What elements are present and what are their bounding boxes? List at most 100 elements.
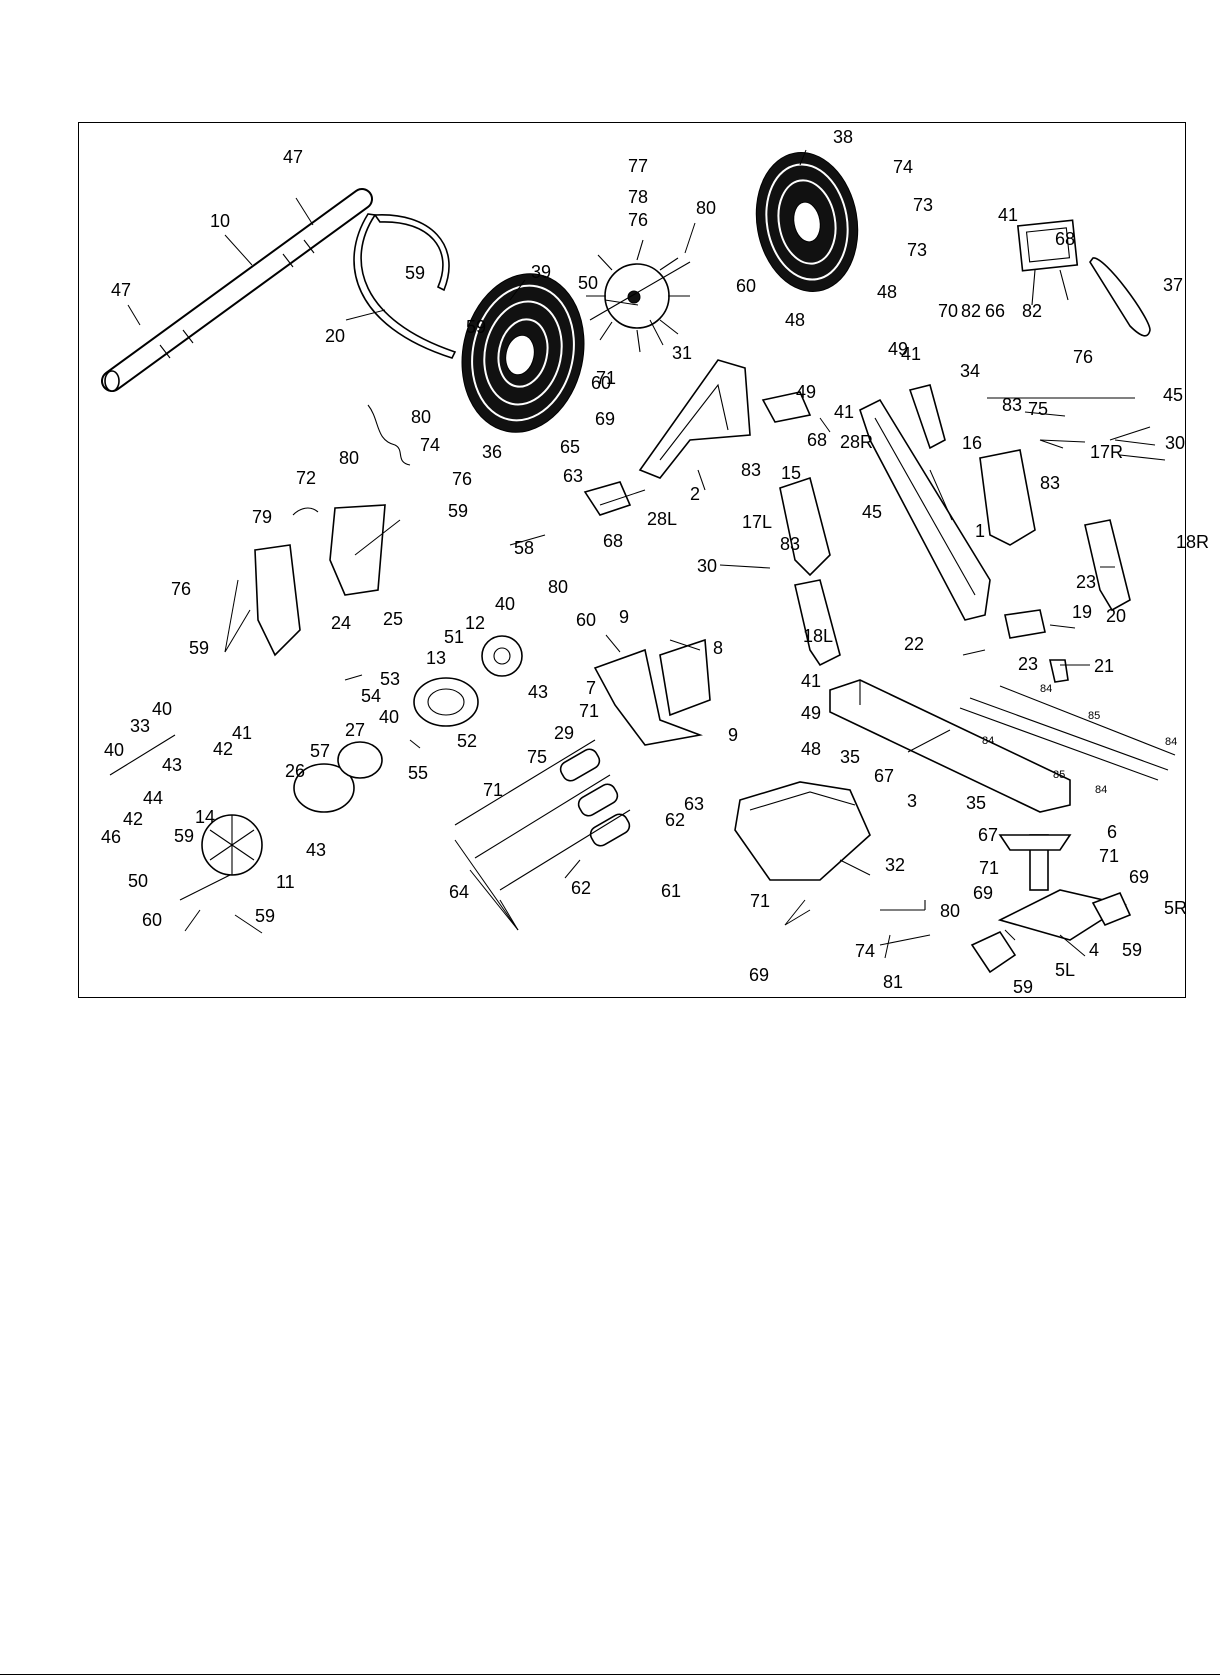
callout-40: 40 — [152, 699, 172, 719]
callout-71: 71 — [1099, 846, 1119, 866]
callout-80: 80 — [548, 577, 568, 597]
callout-60: 60 — [591, 373, 611, 393]
part-strap-20 — [353, 213, 457, 359]
callout-16: 16 — [962, 433, 982, 453]
callout-12: 12 — [465, 613, 485, 633]
callout-48: 48 — [877, 282, 897, 302]
callout-43: 43 — [306, 840, 326, 860]
callout-3: 3 — [907, 791, 917, 811]
callout-55: 55 — [408, 763, 428, 783]
callout-59: 59 — [448, 501, 468, 521]
callout-74: 74 — [855, 941, 875, 961]
callout-73: 73 — [913, 195, 933, 215]
callout-35: 35 — [840, 747, 860, 767]
callout-69: 69 — [595, 409, 615, 429]
callout-79: 79 — [252, 507, 272, 527]
callout-68: 68 — [603, 531, 623, 551]
callout-59: 59 — [405, 263, 425, 283]
callout-59: 59 — [1122, 940, 1142, 960]
callout-76: 76 — [452, 469, 472, 489]
callout-83: 83 — [741, 460, 761, 480]
callout-84: 84 — [1040, 683, 1052, 695]
callout-8: 8 — [713, 638, 723, 658]
callout-30: 30 — [1165, 433, 1185, 453]
callout-59: 59 — [466, 317, 486, 337]
callout-80: 80 — [411, 407, 431, 427]
callout-37: 37 — [1163, 275, 1183, 295]
callout-5l: 5L — [1055, 960, 1075, 980]
callout-71: 71 — [483, 780, 503, 800]
callout-4: 4 — [1089, 940, 1099, 960]
callout-9: 9 — [619, 607, 629, 627]
callout-5r: 5R — [1164, 898, 1187, 918]
callout-13: 13 — [426, 648, 446, 668]
callout-53: 53 — [380, 669, 400, 689]
callout-68: 68 — [1055, 229, 1075, 249]
part-seat-32 — [734, 781, 871, 881]
part-rollers — [454, 739, 631, 891]
callout-48: 48 — [785, 310, 805, 330]
part-fasteners — [109, 411, 1166, 946]
callout-69: 69 — [1129, 867, 1149, 887]
callout-82: 82 — [1022, 301, 1042, 321]
callout-84: 84 — [1095, 784, 1107, 796]
callout-61: 61 — [661, 881, 681, 901]
page-footer-rule — [0, 1674, 1220, 1675]
callout-41: 41 — [901, 344, 921, 364]
callout-69: 69 — [749, 965, 769, 985]
part-covers-15-16 — [779, 449, 1036, 577]
callout-27: 27 — [345, 720, 365, 740]
callout-46: 46 — [101, 827, 121, 847]
callout-85: 85 — [1088, 710, 1100, 722]
diagram-frame — [78, 122, 1186, 998]
callout-17r: 17R — [1090, 442, 1123, 462]
callout-41: 41 — [232, 723, 252, 743]
callout-33: 33 — [130, 716, 150, 736]
callout-7: 7 — [586, 678, 596, 698]
callout-18l: 18L — [803, 626, 833, 646]
callout-41: 41 — [801, 671, 821, 691]
callout-85: 85 — [1053, 769, 1065, 781]
callout-80: 80 — [696, 198, 716, 218]
callout-54: 54 — [361, 686, 381, 706]
callout-49: 49 — [801, 703, 821, 723]
callout-38: 38 — [833, 127, 853, 147]
callout-21: 21 — [1094, 656, 1114, 676]
callout-20: 20 — [1106, 606, 1126, 626]
callout-70: 70 — [938, 301, 958, 321]
callout-23: 23 — [1076, 572, 1096, 592]
callout-63: 63 — [684, 794, 704, 814]
callout-23: 23 — [1018, 654, 1038, 674]
part-fan-wheel-31 — [586, 239, 691, 353]
callout-67: 67 — [874, 766, 894, 786]
callout-48: 48 — [801, 739, 821, 759]
callout-numbers: 4710472059593980807477787680605060317169… — [101, 127, 1209, 997]
callout-19: 19 — [1072, 602, 1092, 622]
callout-43: 43 — [162, 755, 182, 775]
callout-15: 15 — [781, 463, 801, 483]
callout-71: 71 — [979, 858, 999, 878]
callout-43: 43 — [528, 682, 548, 702]
callout-25: 25 — [383, 609, 403, 629]
callout-2: 2 — [690, 484, 700, 504]
callout-45: 45 — [1163, 385, 1183, 405]
callout-11: 11 — [276, 872, 295, 892]
callout-52: 52 — [457, 731, 477, 751]
callout-42: 42 — [123, 809, 143, 829]
callout-58: 58 — [514, 538, 534, 558]
callout-9: 9 — [728, 725, 738, 745]
callout-41: 41 — [998, 205, 1018, 225]
callout-73: 73 — [907, 240, 927, 260]
callout-17l: 17L — [742, 512, 772, 532]
callout-80: 80 — [339, 448, 359, 468]
part-brackets-7-8-9 — [593, 638, 711, 746]
callout-45: 45 — [862, 502, 882, 522]
callout-40: 40 — [379, 707, 399, 727]
callout-83: 83 — [1040, 473, 1060, 493]
callout-66: 66 — [985, 301, 1005, 321]
callout-67: 67 — [978, 825, 998, 845]
callout-76: 76 — [171, 579, 191, 599]
callout-62: 62 — [665, 810, 685, 830]
callout-63: 63 — [563, 466, 583, 486]
